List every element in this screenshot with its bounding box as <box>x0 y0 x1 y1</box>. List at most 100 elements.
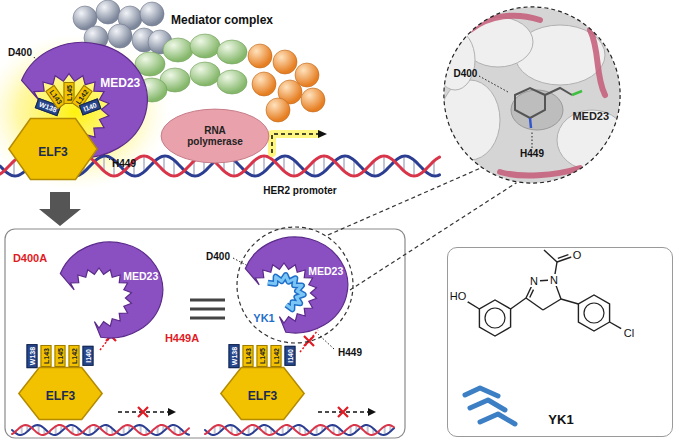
chem-bond <box>561 299 578 304</box>
inhibitor-icon <box>465 388 498 396</box>
chem-bond <box>556 286 561 299</box>
equivalence-bar <box>190 299 225 302</box>
inhibitor-icon <box>480 414 515 424</box>
annotation-label: D400 <box>8 47 32 58</box>
mediator-subunit <box>190 62 220 86</box>
protein-node: MED23 <box>55 240 165 340</box>
annotation-label: D400A <box>13 252 47 264</box>
crescent-protein <box>60 242 162 338</box>
protein-node: RNA polymerase <box>160 108 270 164</box>
atom-label: N <box>549 274 559 286</box>
equivalence-bar <box>190 317 225 320</box>
node-label: YK1 <box>548 412 573 427</box>
chemical-structure <box>467 250 621 336</box>
hexagon-protein <box>19 368 102 420</box>
dna-strand <box>12 425 189 435</box>
zoom-connector <box>350 183 517 290</box>
mediator-subunit <box>217 70 247 94</box>
inhibitor-icon <box>470 400 505 410</box>
equivalence-bar <box>190 308 225 311</box>
annotation-label: YK1 <box>253 312 274 324</box>
chem-bond <box>511 298 526 309</box>
atom-label: O <box>572 249 583 261</box>
chem-bond <box>543 299 561 310</box>
node-label: ELF3 <box>38 145 67 159</box>
zoom-connector <box>328 168 481 235</box>
dna-helix <box>12 425 189 435</box>
residue-tag: L145 <box>55 345 66 367</box>
annotation-label: H449 <box>338 347 362 358</box>
chem-bond <box>558 255 569 259</box>
node-label: MED23 <box>123 270 158 282</box>
node-label: MED23 <box>308 265 343 277</box>
chem-bond <box>467 302 479 309</box>
mediator-subunit <box>248 44 272 68</box>
hexagon-protein <box>9 119 97 180</box>
surface-lobe <box>440 80 500 160</box>
node-label: ELF3 <box>248 389 277 403</box>
hexagon-protein <box>221 368 304 420</box>
helix-ribbon <box>590 30 605 95</box>
chem-bond <box>555 262 557 274</box>
residue-tag: W138 <box>27 344 38 368</box>
crescent-protein <box>245 237 347 333</box>
arrow-head <box>368 408 376 416</box>
annotation-label: D400 <box>206 251 230 262</box>
leader-line <box>318 334 334 349</box>
ligand-chlorine <box>572 91 582 95</box>
inhibitor-bound <box>268 275 304 309</box>
benzene-ring <box>578 295 609 331</box>
annotation-label: H449A <box>165 332 199 344</box>
protein-node: ELF3 <box>18 367 103 420</box>
dna-strand <box>205 425 394 435</box>
block-cross <box>138 407 148 417</box>
node-label: ELF3 <box>46 389 75 403</box>
node-label: H449 <box>520 148 544 159</box>
arrow-head <box>168 408 176 416</box>
node-label: RNA polymerase <box>179 125 251 147</box>
block-arrow <box>39 192 81 226</box>
annotation-label: H449 <box>112 158 136 169</box>
atom-label: Cl <box>623 327 635 339</box>
structure-box: YK1 <box>447 247 673 437</box>
binding-pocket <box>511 90 563 130</box>
residue-tag: W138 <box>229 344 240 368</box>
chem-bond <box>540 280 548 282</box>
residue-tag: L143 <box>41 345 52 367</box>
protein-node: ELF3 <box>220 367 305 420</box>
mediator-subunit <box>163 38 193 62</box>
mediator-subunit <box>140 2 164 26</box>
residue-tag: I140 <box>285 346 296 366</box>
shape-outline <box>55 240 165 340</box>
protein-node: D400H449MED23 <box>443 6 621 184</box>
leader-line <box>479 76 508 92</box>
residue-tag: L145 <box>257 345 268 367</box>
zoom-circle <box>444 7 620 183</box>
atom-label: HO <box>449 290 468 302</box>
ligand-sticks <box>515 88 572 118</box>
panel-frame <box>5 229 405 438</box>
surface-lobe <box>435 30 475 90</box>
ligand-nitrogen <box>530 118 531 128</box>
node-label: D400 <box>453 68 477 79</box>
transcription-glow <box>272 134 318 153</box>
blocked-link <box>300 330 318 352</box>
aromatic-circle <box>485 308 505 328</box>
chem-bond <box>530 290 534 298</box>
mediator-subunit <box>273 50 297 74</box>
zoom-source-circle <box>237 227 353 343</box>
block-cross <box>338 407 348 417</box>
residue-tag: L142 <box>271 345 282 367</box>
activity-glow <box>0 34 170 190</box>
mediator-subunit <box>108 24 132 48</box>
mediator-subunit <box>266 98 290 122</box>
mediator-subunit <box>190 34 220 58</box>
transcription-arrow <box>272 134 318 153</box>
chem-bond <box>544 250 557 262</box>
inhibitor-bound <box>268 275 304 309</box>
residue-tag: L143 <box>243 345 254 367</box>
chem-bond <box>610 322 622 329</box>
benzene-ring <box>479 300 510 336</box>
mediator-subunit <box>96 0 120 24</box>
